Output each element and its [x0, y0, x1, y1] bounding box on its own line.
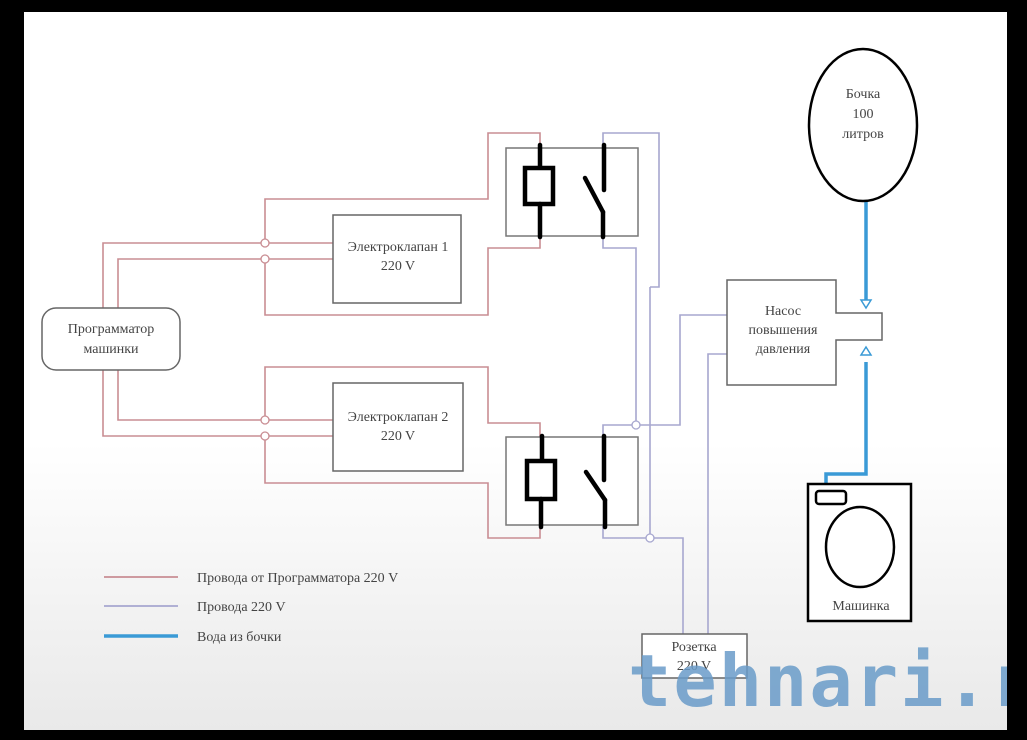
legend: Провода от Программатора 220 V Провода 2… [104, 571, 398, 645]
wire-relay2-out [602, 526, 684, 634]
pump-label-line3: давления [756, 342, 811, 357]
power-junctions [631, 420, 655, 543]
programmer-box: Программатор машинки [41, 307, 181, 371]
valve2-label-line2: 220 V [381, 429, 415, 444]
wire-prog-bot-a [117, 370, 333, 421]
wire-relay1-out-b [602, 236, 637, 425]
pump-outlet-arrow-icon [859, 345, 873, 356]
wire-pump-socket [707, 353, 727, 634]
relay2-switch-blade [583, 469, 608, 503]
relay1-coil [522, 165, 556, 207]
wire-prog-top-b [117, 258, 333, 308]
wiring-diagram: Программатор машинки Электроклапан 1 220… [41, 47, 1007, 723]
valve2-label-line1: Электроклапан 2 [348, 410, 449, 425]
relay2 [505, 433, 639, 530]
pipe-pump-washer [824, 362, 868, 490]
pump-inlet-arrow-icon [859, 299, 873, 310]
wire-valve2-relay2-top [264, 366, 541, 437]
pump-box: Насос повышения давления [726, 279, 883, 386]
relay2-coil [524, 458, 558, 502]
pump-label-line1: Насос [765, 304, 801, 319]
barrel-label-line3: литров [842, 127, 884, 142]
washing-machine: Машинка [806, 482, 913, 623]
barrel: Бочка 100 литров [807, 47, 919, 203]
valve1-box: Электроклапан 1 220 V [332, 214, 462, 304]
legend-label-power-wire: Провода 220 V [197, 600, 286, 615]
wire-prog-bot-b [102, 370, 333, 437]
barrel-label-line2: 100 [853, 107, 874, 122]
wire-valve2-relay2-bot [264, 436, 541, 539]
programmer-junctions [260, 238, 270, 441]
diagram-canvas: Программатор машинки Электроклапан 1 220… [24, 12, 1007, 730]
socket-label-line1: Розетка [671, 640, 717, 655]
relay1-switch-blade [582, 175, 606, 215]
programmer-label-line1: Программатор [68, 322, 154, 337]
wire-valve1-relay1-top [264, 132, 541, 243]
barrel-label-line1: Бочка [846, 87, 881, 102]
water-pipes [824, 182, 868, 490]
socket-label-line2: 220 V [677, 659, 711, 674]
washer-panel-icon [814, 489, 848, 506]
wire-valve1-relay1-bot [264, 236, 541, 316]
wire-prog-top-a [102, 242, 333, 308]
legend-label-programmer-wire: Провода от Программатора 220 V [197, 571, 398, 586]
watermark: tehnari.ru [628, 639, 1007, 723]
wire-relay2-in [602, 314, 727, 437]
socket-box: Розетка 220 V [641, 633, 748, 679]
legend-label-water: Вода из бочки [197, 630, 282, 645]
pump-label-line2: повышения [749, 323, 818, 338]
washer-label: Машинка [832, 599, 890, 614]
valve2-box: Электроклапан 2 220 V [332, 382, 464, 472]
washer-door-icon [824, 505, 896, 589]
valve1-label-line1: Электроклапан 1 [348, 240, 449, 255]
valve1-label-line2: 220 V [381, 259, 415, 274]
power-wires [602, 132, 727, 634]
relay1 [505, 142, 639, 240]
programmer-wires [102, 132, 541, 539]
wire-relay1-out-a [602, 132, 660, 288]
programmer-label-line2: машинки [83, 342, 139, 357]
